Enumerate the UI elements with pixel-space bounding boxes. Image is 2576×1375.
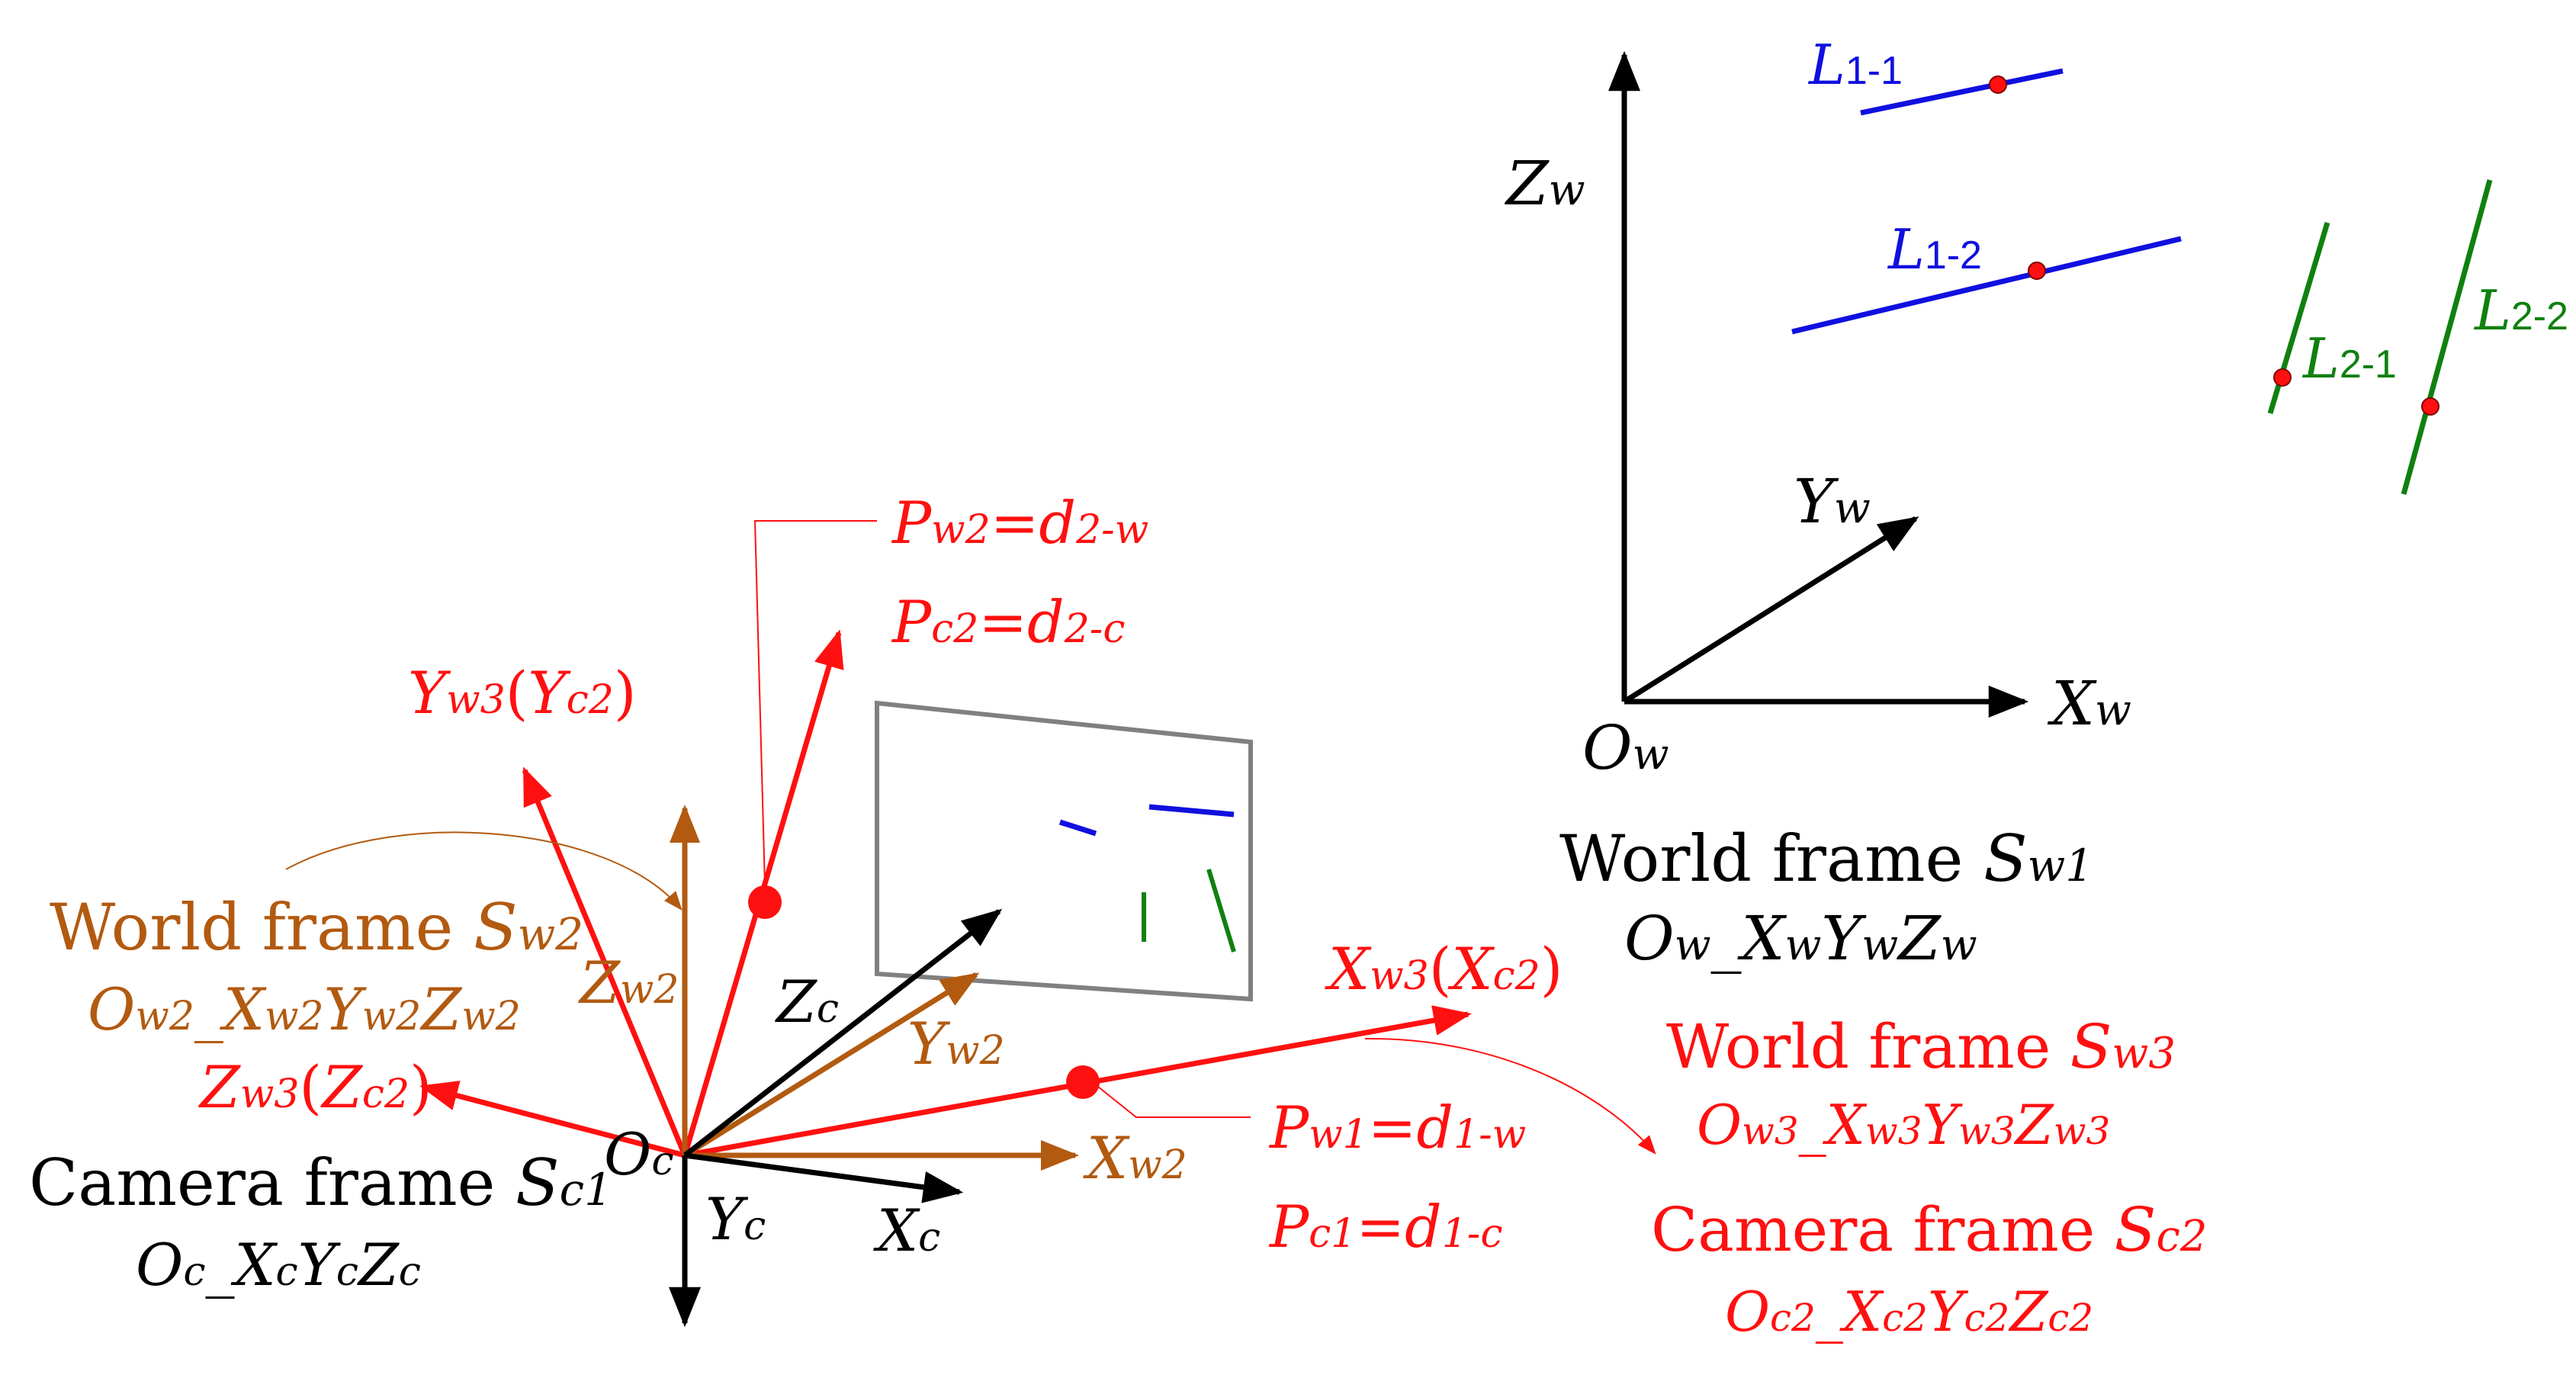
line-l22 — [2401, 179, 2493, 495]
image-line-green-2 — [1206, 869, 1236, 953]
leader-lines — [285, 520, 1656, 1155]
line-l11 — [1860, 68, 2064, 116]
camera-frame-1-title: Camera frame Sc1 — [29, 1145, 612, 1220]
world-frame-1-formula: Ow_XwYwZw — [1624, 903, 1977, 974]
world-frame-3-formula: Ow3_Xw3Yw3Zw3 — [1697, 1093, 2110, 1157]
line-l11-point — [1989, 75, 2007, 94]
world-frame-1-axes — [1608, 50, 2029, 718]
world-frame-2-formula: Ow2_Xw2Yw2Zw2 — [88, 975, 521, 1043]
point-p2 — [748, 885, 782, 919]
line-l22-label: L2-2 — [2473, 278, 2568, 342]
world-origin-label: Ow — [1582, 712, 1669, 783]
point-p1-world-label: Pw1=d1-w — [1268, 1094, 1526, 1161]
line-l12 — [1791, 236, 2182, 335]
world-y-axis — [1623, 516, 1919, 704]
camera-xc-label: Xc — [873, 1197, 940, 1264]
brown-zw2-label: Zw2 — [578, 949, 679, 1017]
camera-zc-axis — [683, 908, 1003, 1158]
point-p1 — [1066, 1065, 1100, 1099]
leader-world-frame-3 — [1364, 1037, 1656, 1155]
red-yw3-axis — [522, 766, 688, 1157]
world-frame-3-title: World frame Sw3 — [1666, 1011, 2176, 1082]
image-line-blue-2 — [1148, 804, 1235, 818]
camera-axes — [669, 908, 1003, 1328]
camera-zc-label: Zc — [775, 968, 839, 1036]
camera-xc-axis — [684, 1152, 964, 1203]
world-z-axis-label: Zw — [1504, 148, 1585, 219]
brown-xw2-label: Xw2 — [1083, 1124, 1187, 1192]
world-frame-1-title: World frame Sw1 — [1559, 821, 2093, 896]
red-zw3-label: Zw3(Zc2) — [198, 1053, 432, 1121]
camera-origin-label: Oc — [604, 1120, 673, 1188]
camera-frame-2-formula: Oc2_Xc2Yc2Zc2 — [1725, 1280, 2093, 1344]
image-plane — [875, 700, 1253, 1002]
point-p2-world-label: Pw2=d2-w — [891, 489, 1148, 557]
line-l12-label: L1-2 — [1887, 217, 1982, 281]
point-p1-camera-label: Pc1=d1-c — [1268, 1193, 1502, 1261]
leader-world-frame-2 — [285, 831, 683, 911]
leader-p1 — [1097, 1086, 1251, 1118]
line-l21-label: L2-1 — [2301, 326, 2397, 390]
point-p2-camera-label: Pc2=d2-c — [891, 588, 1125, 656]
camera-yc-label: Yc — [705, 1185, 766, 1253]
world-frame-2-title: World frame Sw2 — [50, 890, 583, 965]
camera-frame-2-title: Camera frame Sc2 — [1651, 1194, 2207, 1265]
brown-yw2-axis — [683, 972, 980, 1158]
red-xw3-label: Xw3(Xc2) — [1325, 935, 1563, 1003]
camera-frame-1-formula: Oc_XcYcZc — [136, 1231, 421, 1299]
red-yw3-label: Yw3(Yc2) — [408, 659, 636, 727]
line-l12-point — [2028, 262, 2046, 280]
brown-axes — [670, 805, 1079, 1171]
red-axes — [419, 629, 1472, 1158]
world-x-axis-label: Xw — [2047, 668, 2131, 739]
line-l22-point — [2421, 397, 2439, 416]
brown-yw2-label: Yw2 — [907, 1010, 1005, 1078]
leader-p2 — [753, 520, 877, 885]
image-line-blue-1 — [1058, 819, 1097, 837]
line-l21-point — [2273, 368, 2292, 387]
line-features — [1791, 68, 2493, 495]
world-y-axis-label: Yw — [1794, 466, 1871, 537]
red-zw3-axis — [419, 1081, 686, 1158]
line-l11-label: L1-1 — [1807, 33, 1903, 97]
image-plane-frame — [875, 700, 1253, 1002]
